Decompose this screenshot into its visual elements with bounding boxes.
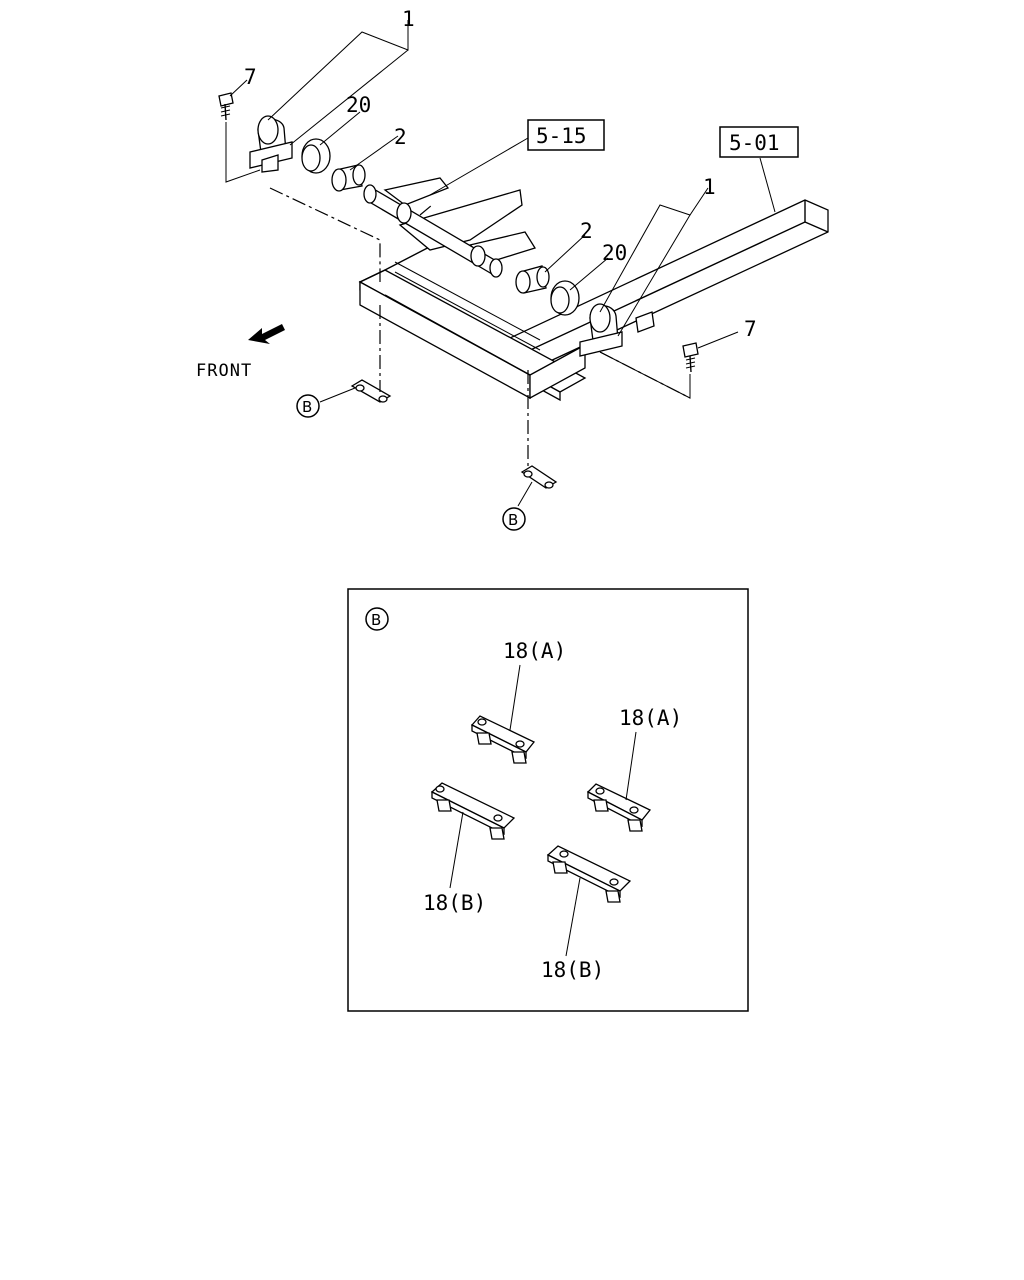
reference-5-01[interactable]: 5-01 — [719, 126, 799, 158]
plate-18a-1 — [470, 715, 536, 764]
front-label: FRONT — [196, 361, 252, 381]
detail-marker-left-text: B — [302, 398, 312, 416]
detail-b-marker-text: B — [371, 611, 381, 629]
callout-2-right: 2 — [580, 219, 593, 243]
callout-1-right: 1 — [703, 175, 716, 199]
leader-lines — [225, 20, 776, 507]
detail-marker-bottom-text: B — [508, 511, 518, 529]
reference-5-15-text: 5-15 — [536, 124, 587, 148]
detail-marker-bottom[interactable]: B — [502, 507, 526, 531]
plate-b-center — [520, 465, 558, 489]
stabilizer-bar — [363, 184, 503, 278]
detail-b-marker: B — [365, 607, 389, 631]
plate-18a-2 — [586, 783, 652, 832]
callout-1-top: 1 — [402, 7, 415, 31]
main-exploded-view: 1 20 2 7 1 20 2 7 5-15 5-01 FRONT B B — [196, 7, 829, 531]
detail-marker-left[interactable]: B — [296, 394, 320, 418]
callout-7-right: 7 — [744, 317, 757, 341]
reference-5-01-text: 5-01 — [729, 131, 780, 155]
reference-5-15[interactable]: 5-15 — [527, 119, 605, 151]
callout-20-right: 20 — [602, 241, 627, 265]
plate-18b-2 — [546, 845, 632, 903]
bolt-left — [218, 92, 234, 121]
label-18a-1: 18(A) — [503, 639, 566, 663]
left-bushing-group — [249, 115, 366, 192]
plate-b-left — [350, 379, 392, 403]
callout-20-top: 20 — [346, 93, 371, 117]
label-18b-1: 18(B) — [423, 891, 486, 915]
callout-2-top: 2 — [394, 125, 407, 149]
plate-18b-1 — [430, 782, 516, 840]
front-indicator: FRONT — [196, 324, 285, 381]
bolt-right — [682, 342, 699, 373]
label-18a-2: 18(A) — [619, 706, 682, 730]
right-bushing-group — [515, 265, 655, 357]
cross-member — [358, 199, 587, 402]
front-arrow-icon — [248, 324, 285, 344]
detail-b-panel: B — [347, 588, 749, 1012]
label-18b-2: 18(B) — [541, 958, 604, 982]
callout-7-left: 7 — [244, 65, 257, 89]
